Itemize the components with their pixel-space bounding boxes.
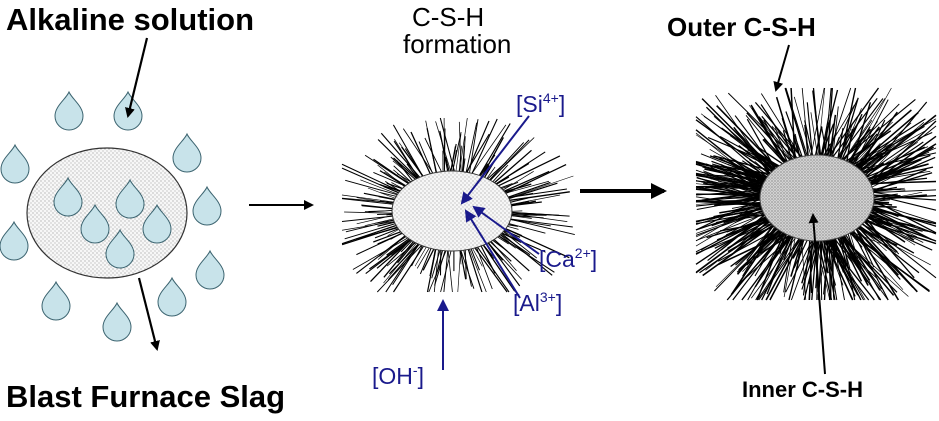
water-droplet bbox=[114, 92, 142, 130]
alkaline-solution-label: Alkaline solution bbox=[6, 4, 254, 35]
water-droplet bbox=[0, 222, 28, 260]
water-droplet bbox=[103, 303, 131, 341]
water-droplet bbox=[158, 278, 186, 316]
outer-csh-label: Outer C-S-H bbox=[667, 14, 816, 40]
csh-needle bbox=[469, 119, 478, 177]
csh-formation-label-line2: formation bbox=[403, 31, 511, 57]
water-droplet bbox=[196, 251, 224, 289]
water-droplet bbox=[42, 282, 70, 320]
inner-csh-label: Inner C-S-H bbox=[742, 379, 863, 401]
oh-ion-label: [OH-] bbox=[372, 365, 424, 388]
si-ion-label: [Si4+] bbox=[516, 93, 565, 116]
csh-needle bbox=[459, 246, 474, 289]
al-ion-label: [Al3+] bbox=[513, 292, 562, 315]
csh-needle bbox=[344, 212, 399, 213]
csh-needle bbox=[458, 247, 461, 292]
water-droplet bbox=[173, 134, 201, 172]
slag-arrow bbox=[139, 278, 157, 349]
water-droplet bbox=[55, 92, 83, 130]
ca-ion-label: [Ca2+] bbox=[539, 248, 597, 271]
inner-csh-core bbox=[760, 155, 874, 241]
outer-csh-arrow bbox=[776, 45, 789, 90]
blast-furnace-slag-label: Blast Furnace Slag bbox=[6, 381, 285, 412]
csh-formation-label-line1: C-S-H bbox=[412, 4, 484, 30]
water-droplet bbox=[193, 187, 221, 225]
middle-slag-core bbox=[392, 171, 512, 251]
water-droplet bbox=[1, 145, 29, 183]
